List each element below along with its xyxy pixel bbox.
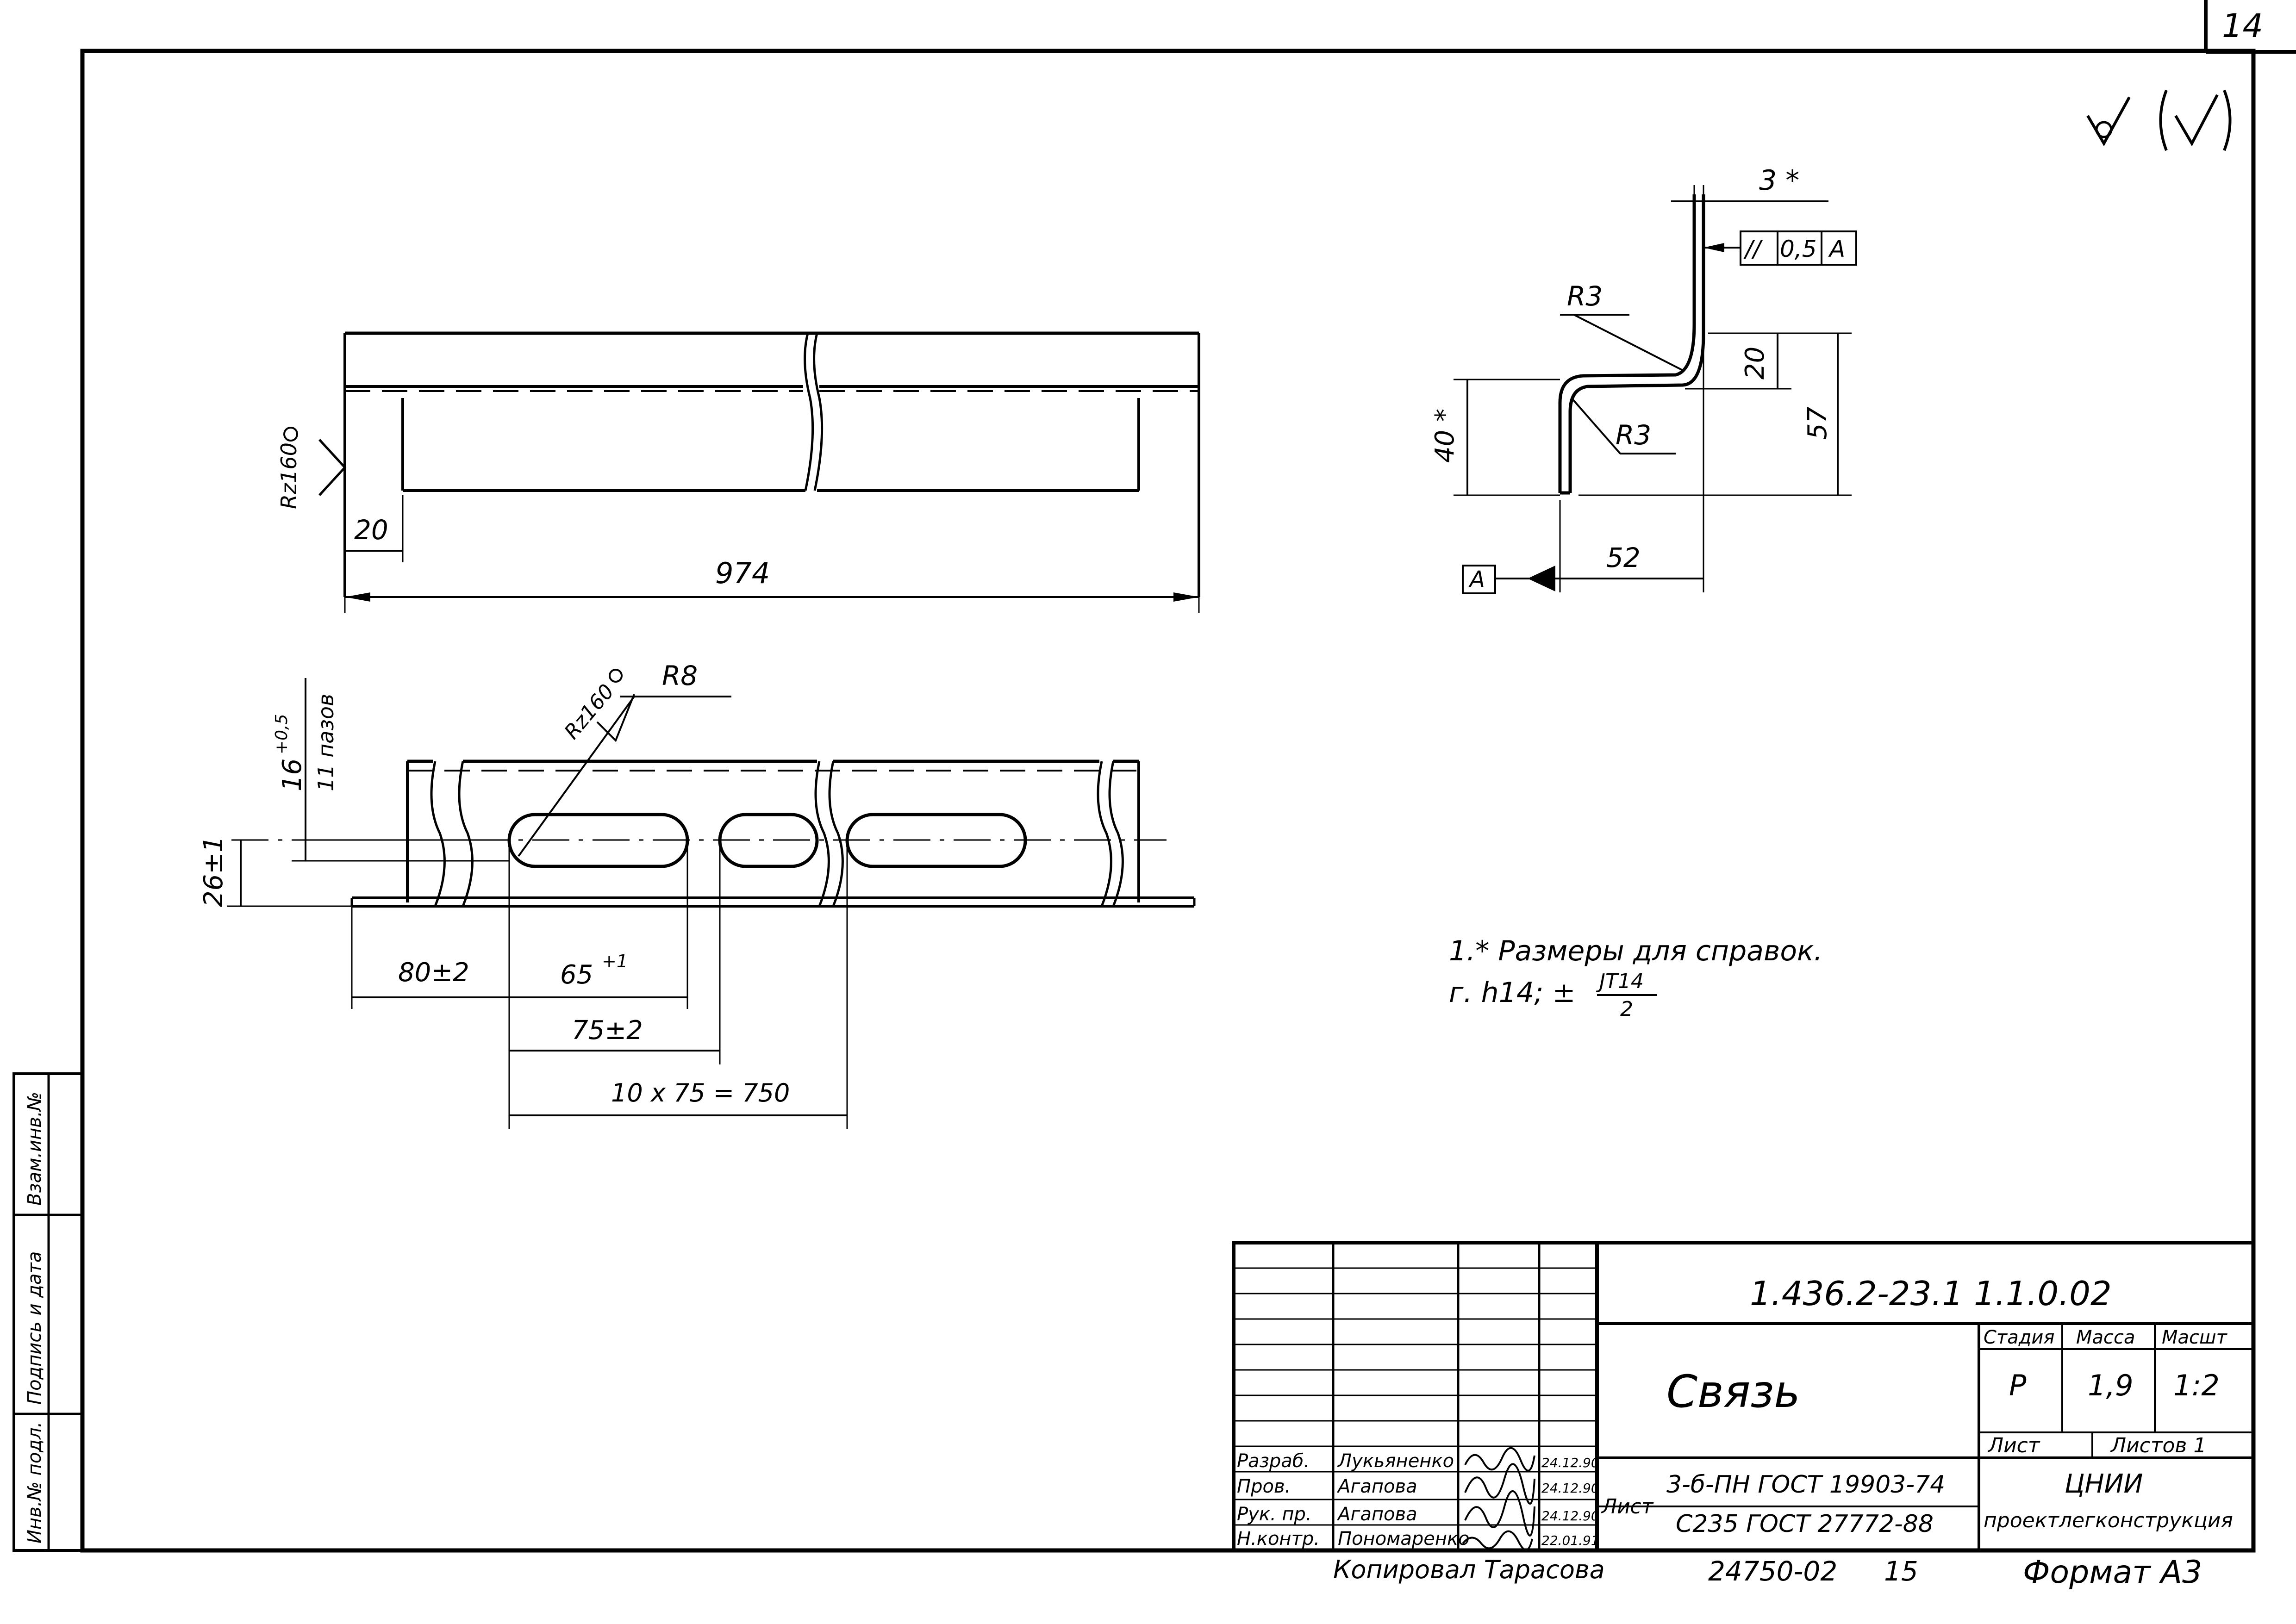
tb-mass-value: 1,9	[2088, 1369, 2134, 1402]
side-cell-1: Взам.инв.№	[24, 1092, 45, 1206]
tb-mass-header: Масса	[2076, 1327, 2135, 1348]
plan-view: Rz160 R8 16 +0,5 11 пазов 26±1 80±2 65 +…	[199, 660, 1196, 1129]
side-cell-2: Подпись и дата	[24, 1251, 45, 1405]
section-view: 3 * // 0,5 A R3 R3 20 57 40 *	[1430, 164, 1857, 594]
tol-symbol: //	[1743, 236, 1763, 262]
section-dim-52: 52	[1606, 542, 1641, 573]
tol-datum: A	[1828, 236, 1845, 262]
tb-material-sheet-label: Лист	[1601, 1495, 1654, 1518]
tb-date: 24.12.90	[1541, 1508, 1599, 1524]
side-strip: Взам.инв.№ Подпись и дата Инв.№ подл.	[12, 1072, 84, 1552]
tb-date: 24.12.90	[1541, 1481, 1599, 1496]
tb-role-row: Разраб. Лукьяненко 24.12.90	[1237, 1450, 1599, 1472]
plan-dim-26: 26±1	[199, 836, 229, 907]
tb-role-row: Пров. Агапова 24.12.90	[1237, 1476, 1599, 1497]
tb-scale-value: 1:2	[2173, 1369, 2220, 1402]
signature-scribble	[1464, 1463, 1535, 1505]
tb-role: Н.контр.	[1237, 1528, 1320, 1549]
sheet-number: 14	[2222, 7, 2263, 45]
notes: 1.* Размеры для справок. г. h14; ± JT14 …	[1449, 935, 1822, 1021]
signature-scribble	[1462, 1530, 1533, 1551]
section-dim-40: 40 *	[1430, 409, 1460, 463]
tb-role-row: Рук. пр. Агапова 24.12.90	[1237, 1504, 1599, 1525]
section-dim-57: 57	[1803, 406, 1833, 440]
plan-dim-75: 75±2	[572, 1015, 643, 1045]
tb-archive-number: 24750-02	[1708, 1556, 1837, 1587]
section-dim-20: 20	[1740, 347, 1770, 380]
tb-material-line-2: С235 ГОСТ 27772-88	[1676, 1510, 1934, 1538]
tb-date: 22.01.91	[1541, 1533, 1599, 1548]
tb-part-name: Связь	[1666, 1366, 1800, 1418]
signature-scribble	[1464, 1447, 1535, 1472]
tb-sheet-label: Лист	[1987, 1434, 2040, 1457]
general-roughness-symbol: (✓)	[2086, 89, 2232, 151]
plan-dim-65: 65	[560, 960, 593, 990]
plan-radius: R8	[662, 660, 698, 691]
tb-sheets-label: Листов 1	[2110, 1434, 2206, 1457]
tb-designation: 1.436.2-23.1 1.1.0.02	[1750, 1274, 2112, 1313]
tb-role: Рук. пр.	[1237, 1504, 1312, 1525]
tb-name: Агапова	[1336, 1476, 1417, 1497]
section-radius-top: R3	[1567, 280, 1603, 312]
note-line-2: г. h14; ±	[1449, 977, 1576, 1009]
title-block: 1.436.2-23.1 1.1.0.02 Связь Стадия Масса…	[1232, 1241, 2255, 1591]
tb-format: Формат А3	[2023, 1554, 2202, 1591]
note-line-1: 1.* Размеры для справок.	[1449, 935, 1822, 967]
note-frac-top: JT14	[1596, 970, 1644, 993]
tb-stage-value: Р	[2009, 1369, 2027, 1402]
section-datum: A	[1468, 566, 1485, 592]
sheet-number-box: 14	[2204, 0, 2296, 54]
plan-dim-80: 80±2	[398, 958, 469, 988]
tb-name: Пономаренко	[1338, 1528, 1470, 1549]
tol-value: 0,5	[1780, 236, 1817, 262]
side-cell-3: Инв.№ подл.	[24, 1422, 45, 1543]
tb-stage-header: Стадия	[1984, 1327, 2054, 1348]
plan-dim-65-tol: +1	[602, 951, 628, 971]
plan-dim-16: 16	[277, 759, 307, 791]
side-dim-974: 974	[715, 556, 770, 590]
tb-org-line-2: проектлегконструкция	[1984, 1509, 2233, 1532]
tb-name: Лукьяненко	[1337, 1450, 1454, 1472]
note-frac-bottom: 2	[1620, 997, 1633, 1021]
tb-scale-header: Масшт	[2162, 1327, 2228, 1348]
tb-role-row: Н.контр. Пономаренко 22.01.91	[1237, 1528, 1599, 1549]
tb-role: Пров.	[1237, 1476, 1291, 1497]
drawing-frame	[80, 49, 2256, 1553]
tb-material-line-1: 3-б-ПН ГОСТ 19903-74	[1666, 1471, 1945, 1499]
side-dim-20: 20	[354, 514, 388, 546]
side-roughness-label: Rz160	[276, 442, 301, 509]
tb-name: Агапова	[1336, 1504, 1417, 1525]
tb-copied-by: Копировал Тарасова	[1333, 1555, 1605, 1584]
signature-scribble	[1464, 1490, 1535, 1537]
tb-archive-sheet: 15	[1884, 1556, 1918, 1587]
plan-dim-750: 10 x 75 = 750	[611, 1078, 790, 1108]
tb-org-line-1: ЦНИИ	[2065, 1469, 2143, 1499]
side-view: Rz160 20 974	[276, 331, 1200, 613]
section-dim-thickness: 3 *	[1759, 164, 1799, 197]
plan-dim-16-tol: +0,5	[272, 714, 291, 754]
tb-date: 24.12.90	[1541, 1455, 1599, 1470]
plan-dim-11-slots: 11 пазов	[313, 694, 338, 791]
tb-role: Разраб.	[1237, 1450, 1310, 1472]
section-radius-bottom: R3	[1616, 419, 1651, 451]
